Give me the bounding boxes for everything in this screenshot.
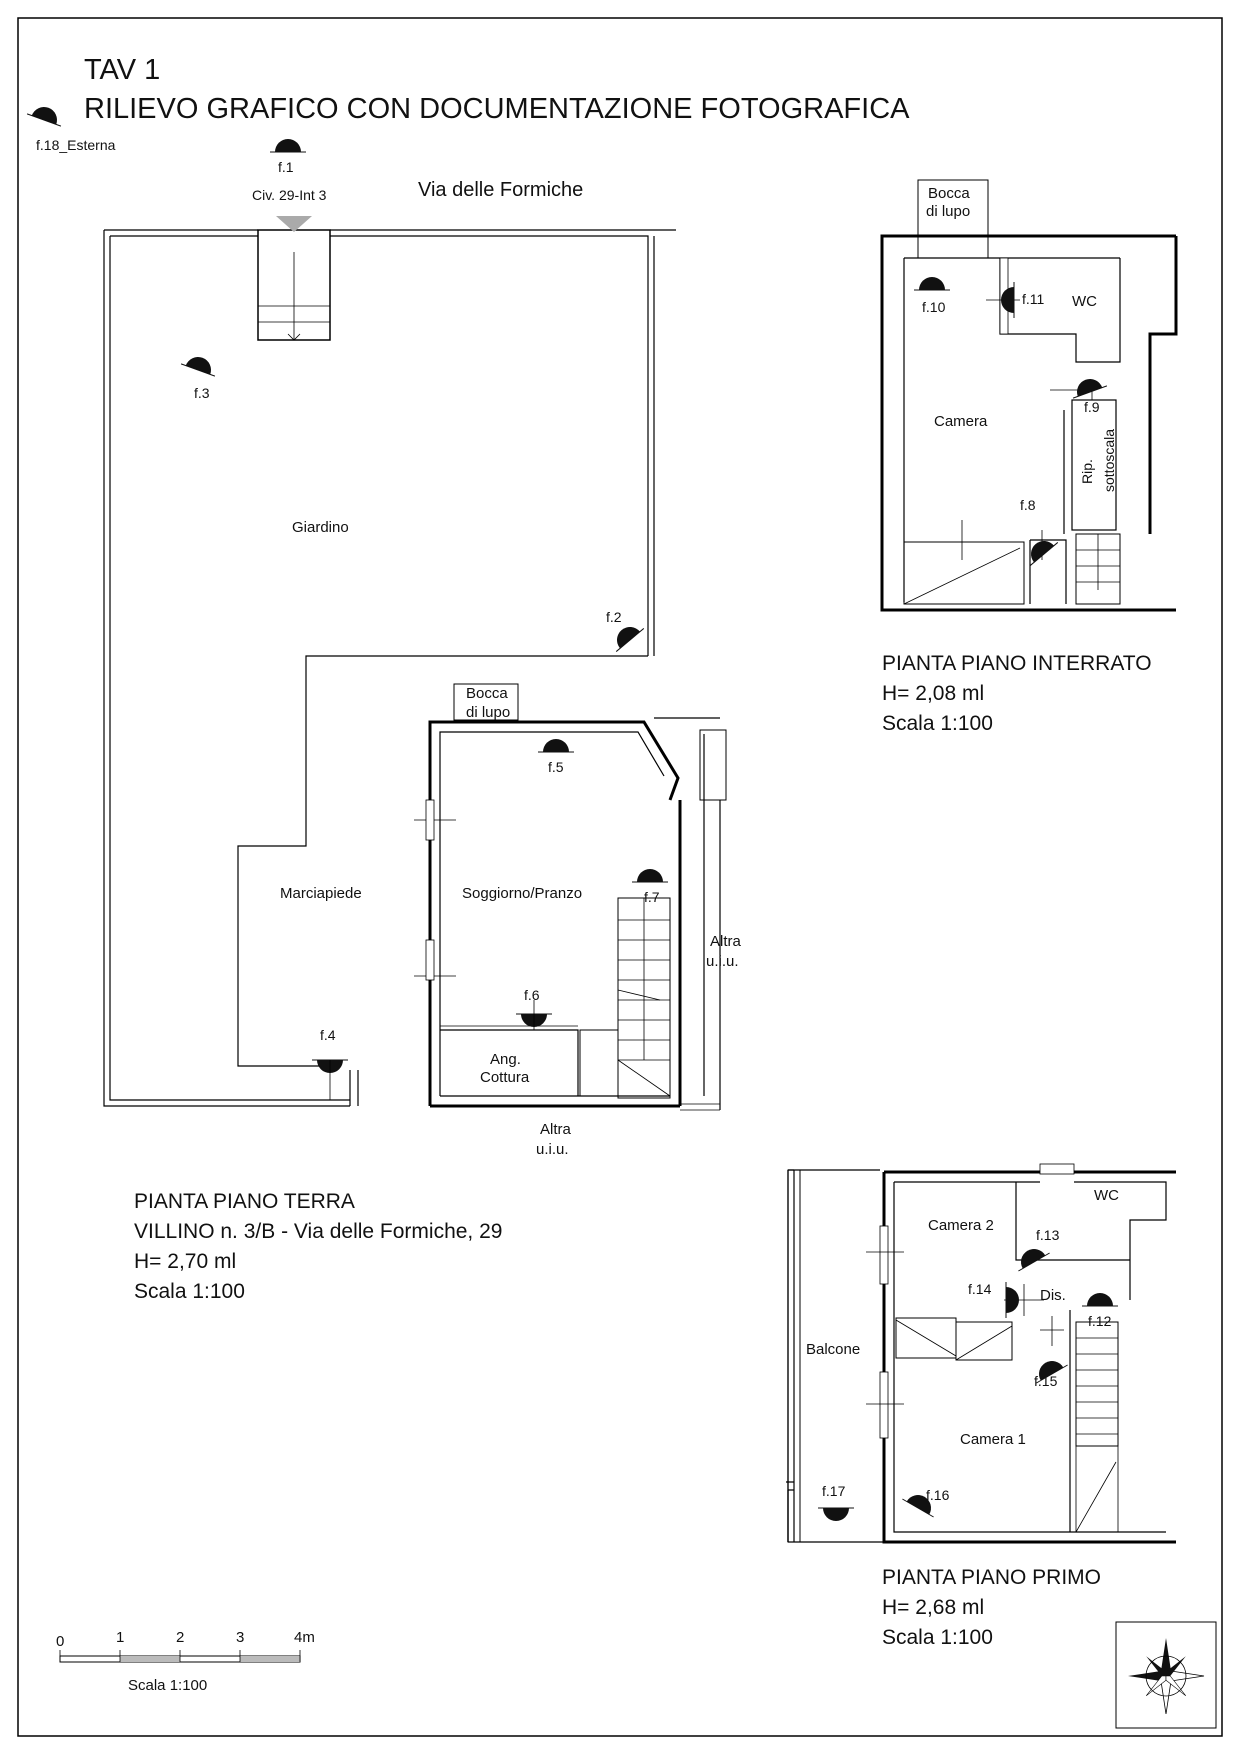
svg-text:f.2: f.2 bbox=[606, 609, 622, 625]
gf-soggiorno: Soggiorno/Pranzo bbox=[462, 885, 582, 902]
svg-text:f.1: f.1 bbox=[278, 159, 294, 175]
bs-camera: Camera bbox=[934, 413, 988, 430]
gf-ang-cottura-2: Cottura bbox=[480, 1069, 530, 1086]
svg-text:VILLINO n. 3/B - Via delle For: VILLINO n. 3/B - Via delle Formiche, 29 bbox=[134, 1220, 502, 1243]
photo-point-f14: f.14 bbox=[968, 1281, 1020, 1319]
photo-point-f6: f.6 bbox=[515, 987, 553, 1030]
ff-camera1: Camera 1 bbox=[960, 1431, 1026, 1448]
svg-text:Scala 1:100: Scala 1:100 bbox=[882, 712, 993, 735]
svg-text:4m: 4m bbox=[294, 1629, 315, 1646]
ground-floor-heading: PIANTA PIANO TERRA VILLINO n. 3/B - Via … bbox=[134, 1190, 502, 1303]
gf-altra-right-1: Altra bbox=[710, 933, 742, 950]
svg-text:1: 1 bbox=[116, 1629, 124, 1646]
photo-point-f12: f.12 bbox=[1081, 1292, 1119, 1329]
svg-text:f.11: f.11 bbox=[1022, 291, 1045, 307]
svg-text:f.6: f.6 bbox=[524, 987, 540, 1003]
ff-camera2: Camera 2 bbox=[928, 1217, 994, 1234]
ground-floor-plan: Bocca di lupo Giardino Marciapiede Soggi… bbox=[103, 138, 742, 1158]
street-name: Via delle Formiche bbox=[418, 179, 583, 201]
svg-text:PIANTA PIANO PRIMO: PIANTA PIANO PRIMO bbox=[882, 1566, 1101, 1589]
svg-text:f.3: f.3 bbox=[194, 385, 210, 401]
gf-altra-bottom-2: u.i.u. bbox=[536, 1141, 569, 1158]
basement-heading: PIANTA PIANO INTERRATO H= 2,08 ml Scala … bbox=[882, 652, 1152, 735]
gf-altra-right-2: u.i.u. bbox=[706, 953, 739, 970]
bs-wc: WC bbox=[1072, 293, 1097, 310]
photo-point-f4: f.4 bbox=[311, 1027, 349, 1100]
gf-bocca-lupo-1: Bocca bbox=[466, 685, 508, 702]
entrance-label: Civ. 29-Int 3 bbox=[252, 187, 327, 203]
svg-text:f.5: f.5 bbox=[548, 759, 564, 775]
svg-text:f.8: f.8 bbox=[1020, 497, 1036, 513]
bs-bocca-lupo-1: Bocca bbox=[928, 185, 970, 202]
svg-text:f.14: f.14 bbox=[968, 1281, 992, 1297]
svg-text:H= 2,68 ml: H= 2,68 ml bbox=[882, 1596, 984, 1619]
svg-text:Scala 1:100: Scala 1:100 bbox=[128, 1677, 207, 1694]
svg-text:f.13: f.13 bbox=[1036, 1227, 1060, 1243]
gf-altra-bottom-1: Altra bbox=[540, 1121, 572, 1138]
svg-text:PIANTA PIANO TERRA: PIANTA PIANO TERRA bbox=[134, 1190, 355, 1213]
svg-text:f.4: f.4 bbox=[320, 1027, 336, 1043]
svg-text:3: 3 bbox=[236, 1629, 244, 1646]
photo-point-f16: f.16 bbox=[901, 1487, 950, 1518]
gf-bocca-lupo-2: di lupo bbox=[466, 704, 510, 721]
photo-point-f17: f.17 bbox=[817, 1483, 855, 1522]
first-floor-heading: PIANTA PIANO PRIMO H= 2,68 ml Scala 1:10… bbox=[882, 1566, 1101, 1649]
ff-wc: WC bbox=[1094, 1187, 1119, 1204]
bs-rip-2: sottoscala bbox=[1101, 429, 1117, 492]
svg-text:0: 0 bbox=[56, 1633, 64, 1650]
bs-rip-1: Rip. bbox=[1079, 459, 1095, 484]
ff-balcone: Balcone bbox=[806, 1341, 860, 1358]
compass-rose-icon bbox=[1115, 1621, 1217, 1729]
photo-point-f13: f.13 bbox=[1011, 1227, 1060, 1272]
basement-plan: Bocca di lupo WC Camera Rip. sottoscala bbox=[880, 179, 1178, 612]
first-floor-plan: Camera 2 WC Dis. Balcone Camera 1 f.12 f… bbox=[786, 1163, 1176, 1544]
photo-point-f1: f.1 bbox=[269, 138, 307, 175]
tav-number: TAV 1 bbox=[84, 54, 160, 86]
gf-marciapiede: Marciapiede bbox=[280, 885, 362, 902]
photo-point-f11: f.11 bbox=[1000, 281, 1045, 319]
scale-bar: 0 1 2 3 4m Scala 1:100 bbox=[56, 1629, 315, 1694]
photo-point-f8: f.8 bbox=[1020, 497, 1059, 567]
sheet-border bbox=[17, 17, 1223, 1737]
photo-point-f10: f.10 bbox=[913, 276, 951, 315]
photo-point-f3: f.3 bbox=[180, 351, 220, 401]
sheet-title: RILIEVO GRAFICO CON DOCUMENTAZIONE FOTOG… bbox=[84, 93, 910, 125]
ff-dis: Dis. bbox=[1040, 1287, 1066, 1304]
svg-text:f.17: f.17 bbox=[822, 1483, 846, 1499]
svg-text:f.16: f.16 bbox=[926, 1487, 950, 1503]
photo-point-f18: f.18_Esterna bbox=[26, 101, 116, 153]
svg-text:f.12: f.12 bbox=[1088, 1313, 1112, 1329]
svg-text:f.15: f.15 bbox=[1034, 1373, 1058, 1389]
bs-bocca-lupo-2: di lupo bbox=[926, 203, 970, 220]
photo-point-f15: f.15 bbox=[1029, 1353, 1069, 1389]
svg-text:f.7: f.7 bbox=[644, 889, 660, 905]
svg-text:f.9: f.9 bbox=[1084, 399, 1100, 415]
svg-text:PIANTA PIANO INTERRATO: PIANTA PIANO INTERRATO bbox=[882, 652, 1152, 675]
svg-text:2: 2 bbox=[176, 1629, 184, 1646]
svg-text:f.10: f.10 bbox=[922, 299, 946, 315]
svg-text:H= 2,70 ml: H= 2,70 ml bbox=[134, 1250, 236, 1273]
svg-text:f.18_Esterna: f.18_Esterna bbox=[36, 137, 116, 153]
svg-text:Scala 1:100: Scala 1:100 bbox=[882, 1626, 993, 1649]
svg-text:Scala 1:100: Scala 1:100 bbox=[134, 1280, 245, 1303]
gf-ang-cottura-1: Ang. bbox=[490, 1051, 521, 1068]
photo-point-f7: f.7 bbox=[631, 868, 669, 905]
svg-text:H= 2,08 ml: H= 2,08 ml bbox=[882, 682, 984, 705]
gf-giardino: Giardino bbox=[292, 519, 349, 536]
photo-point-f9: f.9 bbox=[1068, 373, 1108, 415]
photo-point-f2: f.2 bbox=[606, 609, 645, 653]
photo-point-f5: f.5 bbox=[537, 738, 575, 775]
